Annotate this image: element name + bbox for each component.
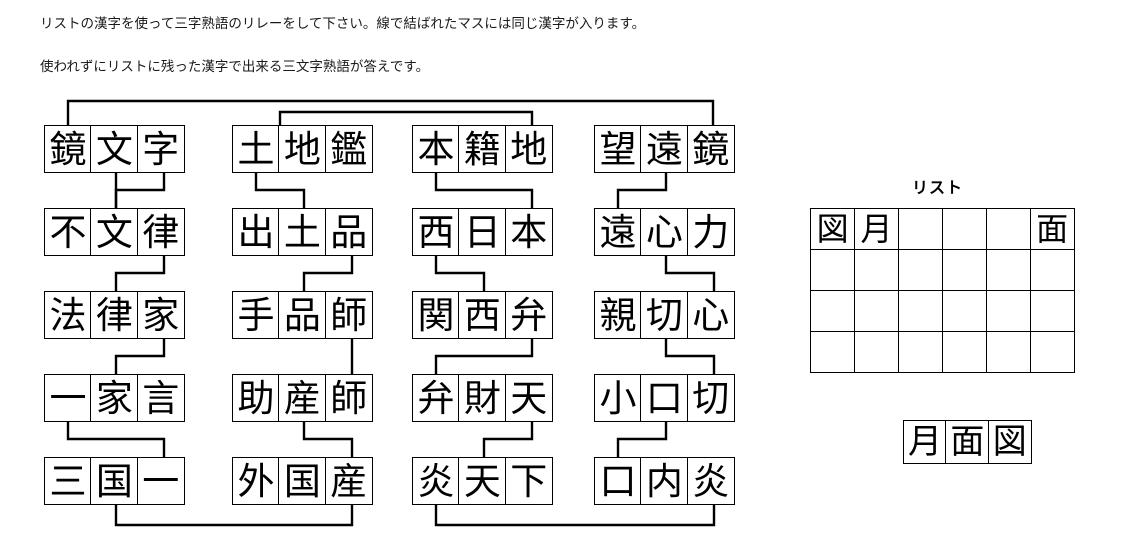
list-cell-r1c2[interactable]: 月 (853, 208, 900, 251)
puzzle-cell-c2r5x3[interactable]: 産 (324, 457, 373, 505)
puzzle-cell-c4r3x1[interactable]: 親 (594, 291, 642, 339)
puzzle-cell-c2r1x1[interactable]: 土 (232, 125, 280, 173)
puzzle-cell-c1r2x3[interactable]: 律 (136, 208, 185, 256)
list-cell-r3c4[interactable] (941, 290, 987, 333)
list-cell-r3c5[interactable] (985, 290, 1031, 333)
list-cell-r4c5[interactable] (985, 331, 1031, 374)
puzzle-cell-c3r4x1[interactable]: 弁 (412, 374, 460, 422)
puzzle-cell-c1r2x2[interactable]: 文 (90, 208, 139, 256)
answer-cell-3[interactable]: 図 (987, 420, 1032, 464)
puzzle-cell-c4r3x3[interactable]: 心 (686, 291, 735, 339)
list-cell-r2c5[interactable] (985, 249, 1031, 292)
puzzle-cell-c1r3x3[interactable]: 家 (136, 291, 185, 339)
list-cell-r2c4[interactable] (941, 249, 987, 292)
puzzle-cell-c3r1x1[interactable]: 本 (412, 125, 460, 173)
puzzle-cell-c1r4x1[interactable]: 一 (44, 374, 92, 422)
list-cell-r4c6[interactable] (1029, 331, 1075, 374)
answer-cell-2[interactable]: 面 (945, 420, 990, 464)
puzzle-cell-c1r3x1[interactable]: 法 (44, 291, 92, 339)
puzzle-cell-c3r5x3[interactable]: 下 (504, 457, 553, 505)
puzzle-cell-c1r5x3[interactable]: 一 (136, 457, 185, 505)
list-cell-r2c6[interactable] (1029, 249, 1075, 292)
list-cell-r1c6[interactable]: 面 (1029, 208, 1075, 251)
puzzle-cell-c3r3x3[interactable]: 弁 (504, 291, 553, 339)
list-cell-r2c3[interactable] (897, 249, 943, 292)
puzzle-cell-c1r4x3[interactable]: 言 (136, 374, 185, 422)
list-cell-r1c5[interactable] (985, 208, 1031, 251)
puzzle-cell-c1r1x1[interactable]: 鏡 (44, 125, 92, 173)
puzzle-cell-c3r4x2[interactable]: 財 (458, 374, 507, 422)
puzzle-cell-c4r4x1[interactable]: 小 (594, 374, 642, 422)
puzzle-cell-c2r3x1[interactable]: 手 (232, 291, 280, 339)
list-cell-r4c4[interactable] (941, 331, 987, 374)
puzzle-cell-c2r4x3[interactable]: 師 (324, 374, 373, 422)
list-cell-r1c3[interactable] (897, 208, 943, 251)
puzzle-cell-c3r2x3[interactable]: 本 (504, 208, 553, 256)
list-cell-r3c3[interactable] (897, 290, 943, 333)
puzzle-cell-c3r4x3[interactable]: 天 (504, 374, 553, 422)
list-cell-r4c3[interactable] (897, 331, 943, 374)
puzzle-cell-c4r4x3[interactable]: 切 (686, 374, 735, 422)
instruction-line-2: 使われずにリストに残った漢字で出来る三文字熟語が答えです。 (40, 59, 430, 74)
puzzle-cell-c2r2x3[interactable]: 品 (324, 208, 373, 256)
puzzle-cell-c4r5x3[interactable]: 炎 (686, 457, 735, 505)
puzzle-cell-c1r5x1[interactable]: 三 (44, 457, 92, 505)
puzzle-cell-c2r2x2[interactable]: 土 (278, 208, 327, 256)
list-cell-r1c1[interactable]: 図 (810, 208, 856, 251)
puzzle-cell-c2r1x3[interactable]: 鑑 (324, 125, 373, 173)
puzzle-cell-c4r5x2[interactable]: 内 (640, 457, 689, 505)
puzzle-cell-c3r3x2[interactable]: 西 (458, 291, 507, 339)
puzzle-cell-c4r5x1[interactable]: 口 (594, 457, 642, 505)
puzzle-cell-c3r5x1[interactable]: 炎 (412, 457, 460, 505)
puzzle-cell-c3r2x2[interactable]: 日 (458, 208, 507, 256)
puzzle-cell-c1r4x2[interactable]: 家 (90, 374, 139, 422)
list-cell-r3c6[interactable] (1029, 290, 1075, 333)
puzzle-cell-c4r2x3[interactable]: 力 (686, 208, 735, 256)
list-cell-r3c2[interactable] (853, 290, 900, 333)
puzzle-cell-c4r2x1[interactable]: 遠 (594, 208, 642, 256)
list-cell-r2c2[interactable] (853, 249, 900, 292)
list-cell-r4c1[interactable] (810, 331, 856, 374)
list-cell-r4c2[interactable] (853, 331, 900, 374)
puzzle-cell-c4r1x1[interactable]: 望 (594, 125, 642, 173)
puzzle-cell-c3r3x1[interactable]: 関 (412, 291, 460, 339)
puzzle-cell-c4r1x2[interactable]: 遠 (640, 125, 689, 173)
puzzle-cell-c3r1x2[interactable]: 籍 (458, 125, 507, 173)
puzzle-cell-c3r2x1[interactable]: 西 (412, 208, 460, 256)
list-title: リスト (912, 178, 964, 197)
instruction-line-1: リストの漢字を使って三字熟語のリレーをして下さい。線で結ばれたマスには同じ漢字が… (40, 16, 646, 31)
puzzle-cell-c2r5x1[interactable]: 外 (232, 457, 280, 505)
puzzle-cell-c4r1x3[interactable]: 鏡 (686, 125, 735, 173)
puzzle-cell-c1r3x2[interactable]: 律 (90, 291, 139, 339)
puzzle-cell-c4r4x2[interactable]: 口 (640, 374, 689, 422)
puzzle-cell-c2r3x3[interactable]: 師 (324, 291, 373, 339)
puzzle-cell-c1r2x1[interactable]: 不 (44, 208, 92, 256)
list-cell-r3c1[interactable] (810, 290, 856, 333)
puzzle-cell-c2r1x2[interactable]: 地 (278, 125, 327, 173)
puzzle-cell-c1r1x3[interactable]: 字 (136, 125, 185, 173)
puzzle-cell-c4r2x2[interactable]: 心 (640, 208, 689, 256)
puzzle-cell-c2r4x1[interactable]: 助 (232, 374, 280, 422)
puzzle-cell-c3r1x3[interactable]: 地 (504, 125, 553, 173)
puzzle-cell-c4r3x2[interactable]: 切 (640, 291, 689, 339)
puzzle-cell-c3r5x2[interactable]: 天 (458, 457, 507, 505)
puzzle-cell-c2r5x2[interactable]: 国 (278, 457, 327, 505)
puzzle-cell-c1r1x2[interactable]: 文 (90, 125, 139, 173)
list-cell-r2c1[interactable] (810, 249, 856, 292)
puzzle-cell-c2r2x1[interactable]: 出 (232, 208, 280, 256)
list-cell-r1c4[interactable] (941, 208, 987, 251)
answer-cell-1[interactable]: 月 (903, 420, 947, 464)
puzzle-cell-c2r4x2[interactable]: 産 (278, 374, 327, 422)
puzzle-cell-c2r3x2[interactable]: 品 (278, 291, 327, 339)
puzzle-cell-c1r5x2[interactable]: 国 (90, 457, 139, 505)
